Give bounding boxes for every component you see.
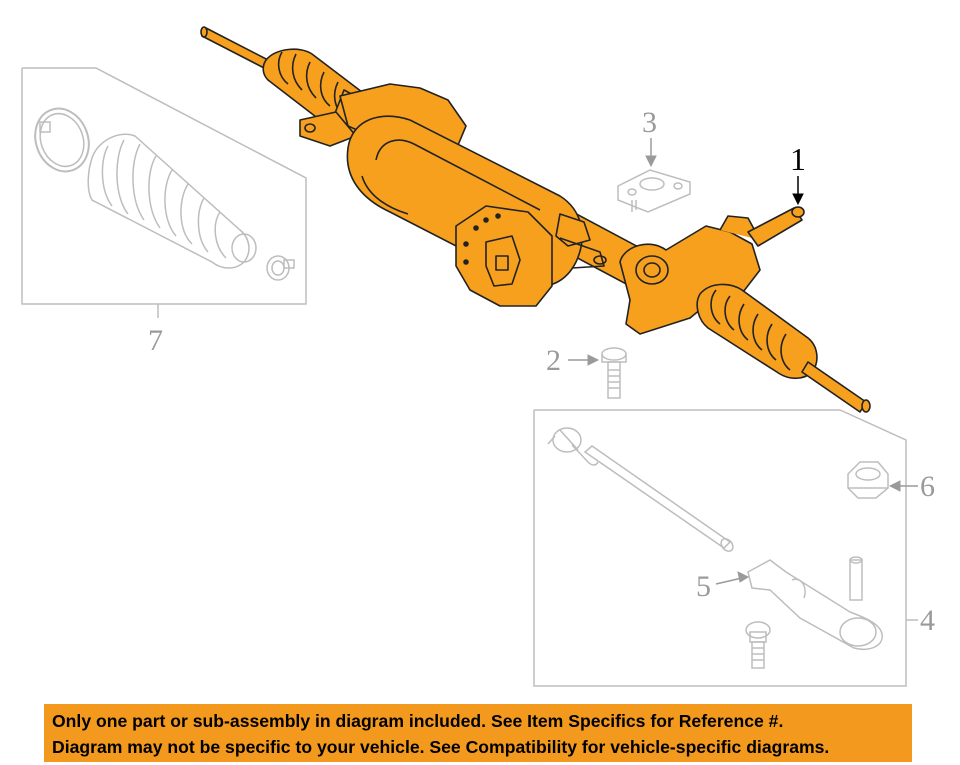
- right-boot: [696, 283, 818, 380]
- tie-rod-bolt: [745, 621, 771, 669]
- callout-1: 1: [790, 141, 806, 177]
- boot-kit-group: [21, 67, 307, 318]
- tie-rod-group: [533, 409, 918, 687]
- callout-2: 2: [546, 344, 561, 377]
- steering-gear-assembly: [200, 26, 871, 413]
- callout-6-arrow: [888, 480, 918, 492]
- inner-tie-rod: [547, 427, 734, 553]
- callout-6: 6: [920, 470, 935, 503]
- bellows-boot: [87, 133, 257, 269]
- clamp-ring: [34, 107, 90, 173]
- callout-5-arrow: [715, 571, 750, 585]
- callout-1-arrow: [792, 176, 804, 206]
- callout-5: 5: [696, 570, 711, 603]
- disclaimer-banner: Only one part or sub-assembly in diagram…: [44, 704, 912, 762]
- input-shaft: [747, 207, 803, 247]
- callout-4: 4: [920, 604, 935, 637]
- disclaimer-line-2: Diagram may not be specific to your vehi…: [52, 737, 830, 757]
- pinion-housing: [619, 225, 761, 335]
- callout-3: 3: [642, 106, 657, 139]
- tie-rod-box: [533, 409, 907, 687]
- callout-7: 7: [148, 324, 163, 357]
- nut-part: [847, 461, 889, 499]
- right-rod-stub: [801, 361, 867, 413]
- disclaimer-line-1: Only one part or sub-assembly in diagram…: [52, 711, 784, 731]
- mount-bracket: [617, 169, 691, 213]
- left-rod-stub: [201, 27, 273, 71]
- callout-2-arrow: [568, 354, 600, 366]
- outer-tie-rod-end: [747, 556, 883, 650]
- boot-kit-box: [21, 67, 307, 305]
- small-clamp: [266, 255, 295, 281]
- callout-3-arrow: [645, 138, 657, 168]
- rack-bolt: [601, 347, 627, 399]
